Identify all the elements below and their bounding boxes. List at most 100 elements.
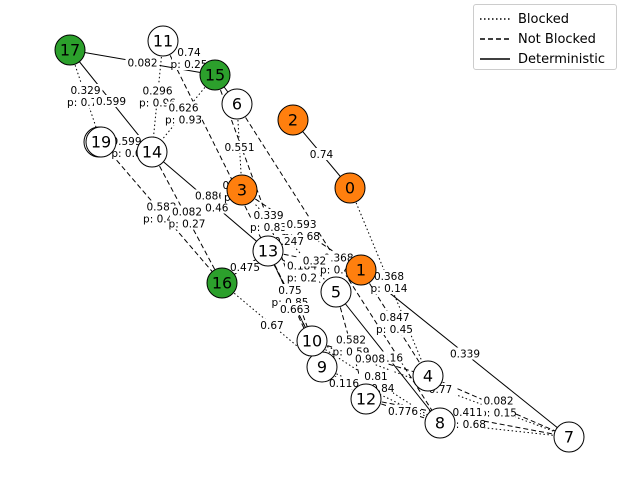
- node-circle: [412, 360, 444, 392]
- edge-weight-label: 0.582: [146, 202, 176, 214]
- node-circle: [345, 254, 377, 286]
- edge-weight-label: 0.626: [168, 103, 198, 115]
- edge-label-background: [448, 347, 482, 360]
- node-7: 7: [553, 421, 585, 453]
- edge-probability-label: p: 0.27: [169, 219, 206, 231]
- node-circle: [54, 34, 86, 66]
- node-8: 8: [424, 407, 456, 439]
- edge-weight-label: 0.886: [195, 191, 225, 203]
- dashed-line-icon: [480, 38, 510, 40]
- node-label: 12: [356, 390, 376, 409]
- node-circle: [226, 174, 258, 206]
- edge-label-background: [228, 261, 262, 273]
- node-circle: [296, 325, 328, 357]
- node-5: 5: [320, 276, 352, 308]
- node-3: 3: [226, 174, 258, 206]
- edge-weight-label: 0.32: [303, 256, 326, 268]
- edge-weight-label: 0.368: [374, 271, 404, 283]
- edge-label-background: [372, 270, 406, 294]
- node-label: 9: [317, 358, 327, 377]
- edge-weight-label: 0.74: [310, 149, 334, 161]
- edge-label-background: [304, 148, 339, 160]
- node-circle: [206, 267, 238, 299]
- node-label: 14: [142, 143, 162, 162]
- node-label: 5: [331, 283, 341, 302]
- node-label: 16: [212, 274, 232, 293]
- edge-label-background: [166, 101, 201, 126]
- edge-probability-label: p: 0.0: [111, 148, 141, 160]
- edge-probability-label: p: 0.93: [165, 115, 202, 127]
- node-15: 15: [199, 59, 231, 91]
- edge-label-background: [481, 394, 516, 419]
- node-label: 13: [258, 242, 278, 261]
- node-10: 10: [296, 325, 328, 357]
- node-label: 1: [356, 261, 366, 280]
- edge-probability-label: p: 0.14: [371, 283, 408, 295]
- edge-weight-label: 0.593: [286, 219, 316, 231]
- node-label: 4: [423, 367, 433, 386]
- edge-label-background: [251, 209, 286, 233]
- edge-probability-label: p: 0.2: [287, 273, 317, 285]
- edge-label-background: [386, 405, 420, 417]
- edge-label-background: [125, 56, 160, 69]
- node-19: 19: [85, 126, 117, 158]
- node-12: 12: [350, 383, 382, 415]
- edge-probability-label: p: 0.45: [376, 324, 413, 336]
- edge-15-14: [151, 74, 216, 153]
- node-label: 8: [435, 414, 445, 433]
- node-11: 11: [147, 25, 179, 57]
- node-label: 7: [564, 428, 574, 447]
- edge-11-14: [151, 40, 164, 153]
- node-label: 10: [302, 332, 322, 351]
- node-circle: [277, 104, 309, 136]
- edge-weight-label: 0.339: [253, 210, 283, 222]
- node-label: 15: [205, 66, 225, 85]
- edge-weight-label: 0.411: [452, 407, 482, 419]
- edge-label-background: [222, 141, 257, 153]
- edge-weight-label: 0.475: [230, 262, 260, 274]
- edge-label-background: [353, 352, 387, 365]
- node-circle: [553, 421, 585, 453]
- edge-weight-label: 0.81: [364, 371, 387, 383]
- edge-weight-label: 0.082: [483, 396, 513, 408]
- edge-weight-label: 0.599: [96, 96, 126, 108]
- edge-probability-label: p: 0.25: [171, 59, 208, 71]
- edge-weight-label: 0.847: [379, 312, 409, 324]
- edge-weight-label: 0.74: [177, 47, 201, 59]
- edge-weight-label: 0.75: [278, 285, 301, 297]
- edge-label-background: [327, 377, 361, 389]
- node-circle: [424, 407, 456, 439]
- edge-weight-label: 0.082: [127, 58, 157, 70]
- edge-8-7: [439, 422, 570, 438]
- node-circle: [334, 172, 366, 204]
- node-14: 14: [136, 136, 168, 168]
- node-1: 1: [345, 254, 377, 286]
- edge-label-background: [94, 95, 128, 107]
- node-4: 4: [412, 360, 444, 392]
- node-label: 17: [60, 41, 80, 60]
- edge-label-background: [377, 311, 412, 335]
- edge-weight-label: 0.908: [355, 354, 385, 366]
- edge-weight-label: 0.082: [172, 207, 202, 219]
- node-9: 9: [306, 351, 338, 383]
- legend-label-deterministic: Deterministic: [518, 51, 605, 67]
- edge-weight-label: 0.582: [336, 335, 366, 347]
- legend-label-not-blocked: Not Blocked: [518, 31, 596, 47]
- node-circle: [85, 126, 117, 158]
- edge-probability-label: p: 0.15: [480, 408, 517, 420]
- edge-label-background: [278, 303, 312, 315]
- edge-label-background: [255, 319, 289, 331]
- node-circle: [199, 59, 231, 91]
- node-0: 0: [334, 172, 366, 204]
- dotted-line-icon: [480, 18, 510, 20]
- node-circle: [136, 136, 168, 168]
- edge-9-8: [321, 366, 441, 424]
- node-16: 16: [206, 267, 238, 299]
- edge-weight-label: 0.296: [142, 86, 172, 98]
- node-label: 6: [232, 95, 242, 114]
- node-17: 17: [54, 34, 86, 66]
- node-label: 0: [345, 179, 355, 198]
- legend-item-not-blocked: Not Blocked: [480, 30, 596, 48]
- node-circle: [221, 88, 253, 120]
